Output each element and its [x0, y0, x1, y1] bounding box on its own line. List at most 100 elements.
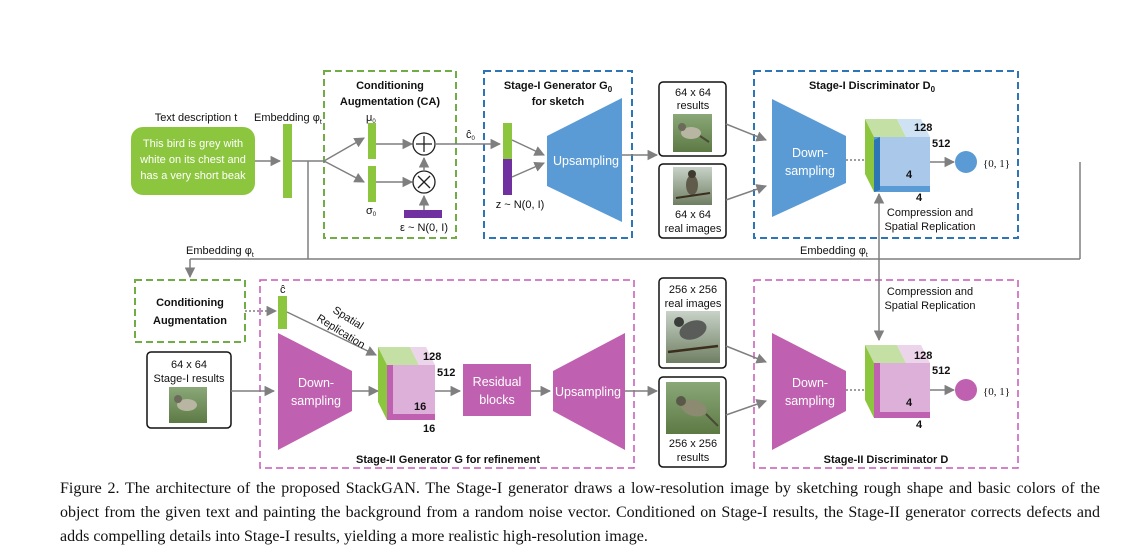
real-256-label-2: real images	[665, 298, 722, 310]
d0-dim-4-inner: 4	[906, 169, 913, 181]
embedding-bar	[283, 124, 292, 198]
results-64-label-2: results	[677, 100, 710, 112]
g-dim-128: 128	[423, 351, 441, 363]
g-upsampling-label: Upsampling	[555, 385, 621, 399]
g0-title-2: for sketch	[532, 96, 585, 108]
d-dim-128: 128	[914, 350, 932, 362]
embedding-label-left: Embedding φt	[186, 245, 254, 259]
results-256-label-1: 256 x 256	[669, 438, 717, 450]
epsilon-label: ε ~ N(0, I)	[400, 222, 448, 234]
g-title: Stage-II Generator G for refinement	[356, 454, 540, 466]
sigma-label: σ0	[366, 205, 377, 218]
arrow-to-sigma	[323, 160, 365, 183]
d-downsampling-block	[772, 333, 846, 450]
real-64-label-2: real images	[665, 223, 722, 235]
residual-label-1: Residual	[473, 375, 522, 389]
text-description-line-3: has a very short beak	[140, 170, 246, 182]
ca2-title-2: Augmentation	[153, 315, 227, 327]
real-256-label-1: 256 x 256	[669, 284, 717, 296]
d0-output-node	[955, 151, 977, 173]
stage1-results-label-1: 64 x 64	[171, 359, 207, 371]
stage2-discriminator-frame	[753, 279, 1019, 469]
arrow-c0-to-upsampling	[511, 139, 545, 156]
ca2-title-1: Conditioning	[156, 297, 224, 309]
stage1-results-label-2: Stage-I results	[154, 373, 225, 385]
d0-downsampling-label-2: sampling	[785, 164, 835, 178]
c-hat-label: ĉ	[280, 284, 286, 296]
bird-image-real-256	[666, 311, 720, 363]
mu-label: μ0	[366, 112, 376, 125]
d-dim-4-bottom: 4	[916, 419, 923, 431]
g-upsampling-block	[553, 333, 625, 450]
real-64-label-1: 64 x 64	[675, 209, 711, 221]
d-dim-512: 512	[932, 365, 950, 377]
d-output-label: {0, 1}	[983, 386, 1010, 398]
stage2-generator-frame	[259, 279, 635, 469]
residual-label-2: blocks	[479, 393, 514, 407]
c0-label: ĉ0	[466, 129, 476, 142]
d0-output-label: {0, 1}	[983, 158, 1010, 170]
g-downsampling-block	[278, 333, 352, 450]
d-output-node	[955, 379, 977, 401]
arrow-real-to-d0	[725, 184, 767, 201]
results-256-label-2: results	[677, 452, 710, 464]
text-description-line-1: This bird is grey with	[143, 138, 243, 150]
arrow-results256-to-d	[725, 399, 767, 416]
g-feature-cube	[378, 347, 435, 420]
g-dim-512: 512	[437, 367, 455, 379]
d-downsampling-label-1: Down-	[792, 376, 828, 390]
bird-image-stage1-results	[169, 387, 207, 423]
d-compression-2: Spatial Replication	[884, 300, 975, 312]
bird-image-results-256	[666, 382, 720, 434]
d-dim-4-inner: 4	[906, 397, 913, 409]
figure-caption: Figure 2. The architecture of the propos…	[60, 480, 1100, 545]
d-compression-1: Compression and	[887, 286, 973, 298]
g-dim-16-inner: 16	[414, 401, 426, 413]
d0-downsampling-block	[772, 99, 846, 217]
ca-frame	[323, 70, 457, 239]
stage1-discriminator-frame	[753, 70, 1019, 239]
residual-blocks	[463, 364, 531, 416]
bird-image-results-64	[673, 114, 712, 152]
d0-compression-2: Spatial Replication	[884, 221, 975, 233]
epsilon-bar	[404, 210, 442, 218]
d0-title: Stage-I Discriminator D0	[809, 80, 936, 94]
d0-downsampling-label-1: Down-	[792, 146, 828, 160]
text-description-line-2: white on its chest and	[139, 154, 246, 166]
z-bar	[503, 159, 512, 195]
bird-image-real-64	[673, 167, 712, 205]
stage1-upsampling-label: Upsampling	[553, 154, 619, 168]
d0-compression-1: Compression and	[887, 207, 973, 219]
g0-title-1: Stage-I Generator G0	[504, 80, 613, 94]
embedding-label-right: Embedding φt	[800, 245, 868, 259]
z-label: z ~ N(0, I)	[496, 199, 545, 211]
d-feature-cube	[865, 345, 930, 418]
d0-dim-4-bottom: 4	[916, 192, 923, 204]
ca-title-1: Conditioning	[356, 80, 424, 92]
text-description-title: Text description t	[155, 112, 238, 124]
ca-title-2: Augmentation (CA)	[340, 96, 441, 108]
arrow-results-to-d0	[725, 123, 767, 142]
d-downsampling-label-2: sampling	[785, 394, 835, 408]
c0-bar	[503, 123, 512, 159]
ca2-frame	[134, 279, 246, 343]
d0-dim-128: 128	[914, 122, 932, 134]
results-64-label-1: 64 x 64	[675, 87, 711, 99]
text-description-box	[131, 127, 255, 195]
d-title: Stage-II Discriminator D	[824, 454, 949, 466]
c-hat-bar	[278, 296, 287, 329]
stage1-upsampling-block	[547, 98, 622, 222]
arrow-real256-to-d	[725, 345, 767, 364]
sigma-bar	[368, 166, 376, 202]
arrow-to-mu	[323, 137, 365, 162]
g-dim-16-bottom: 16	[423, 423, 435, 435]
d0-feature-cube	[865, 119, 930, 192]
arrow-z-to-upsampling	[511, 161, 545, 178]
d0-dim-512: 512	[932, 138, 950, 150]
arrow-c-to-cube	[286, 311, 377, 356]
embedding-label: Embedding φt	[254, 112, 322, 126]
g-downsampling-label-1: Down-	[298, 376, 334, 390]
mu-bar	[368, 123, 376, 159]
